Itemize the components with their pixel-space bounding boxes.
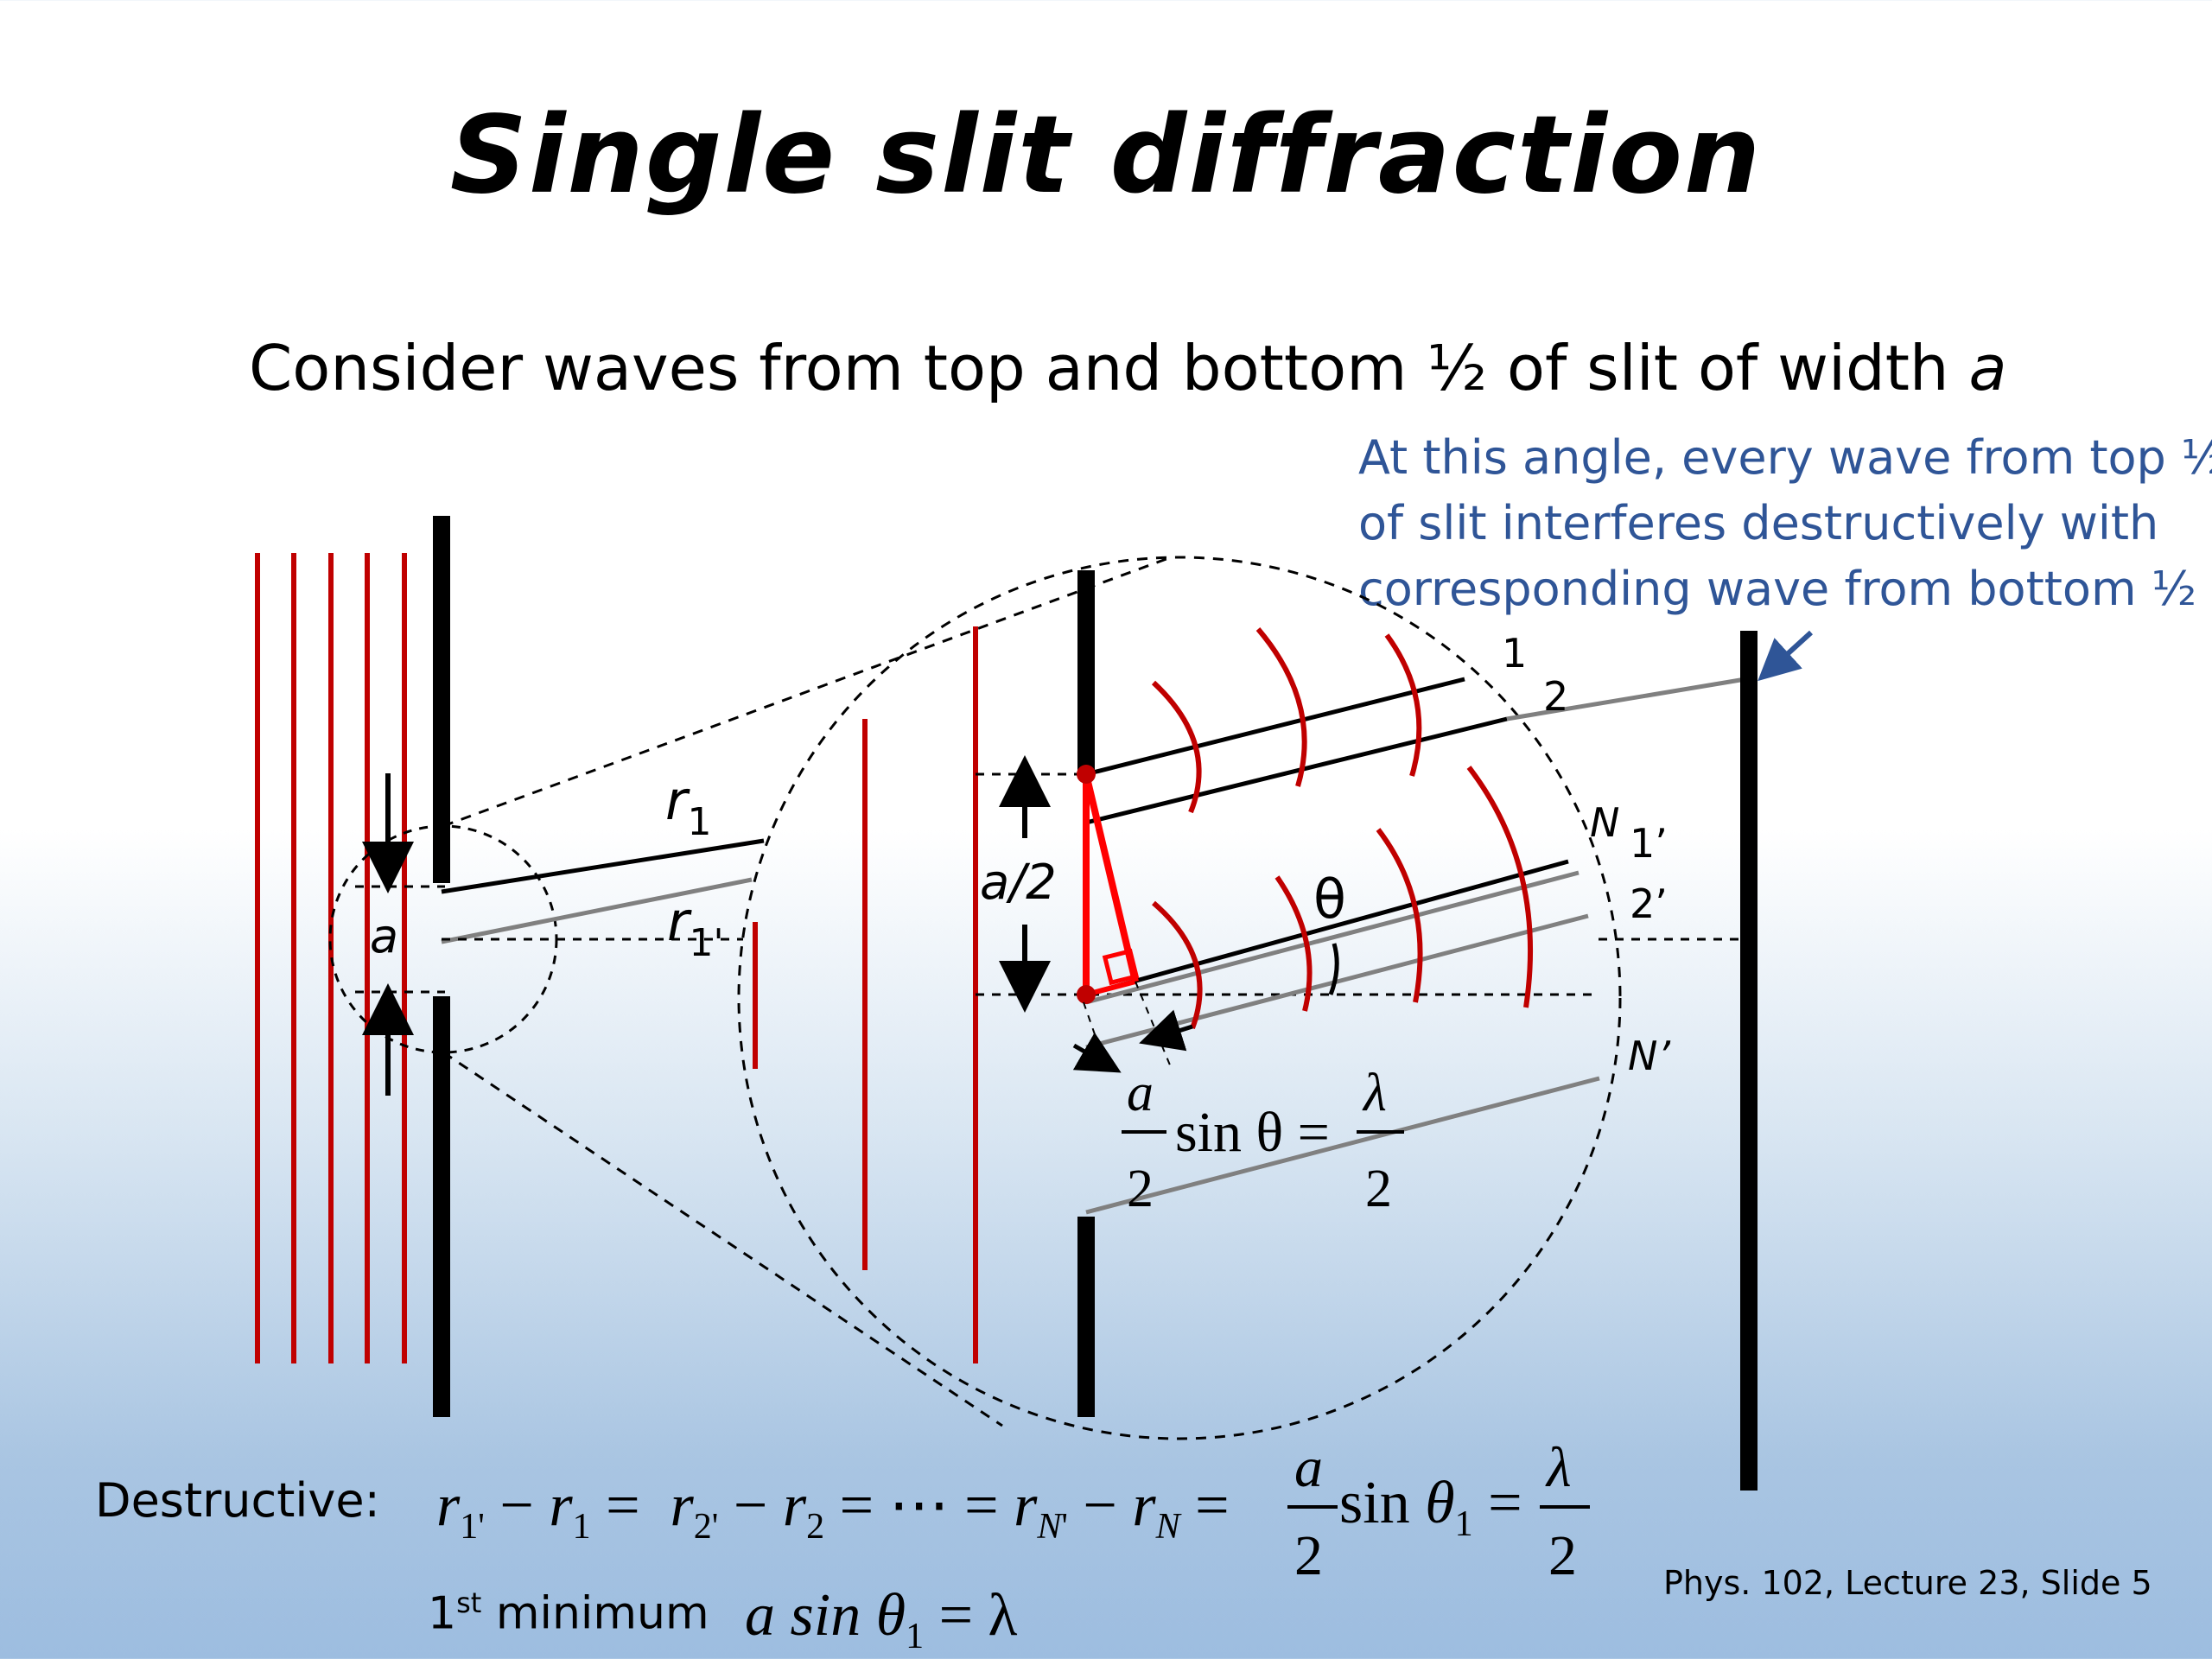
- svg-text:λ: λ: [1545, 1436, 1572, 1499]
- r1-label: r1: [665, 769, 712, 844]
- svg-text:λ: λ: [1362, 1064, 1387, 1122]
- slide-subtitle: Consider waves from top and bottom ½ of …: [249, 332, 2007, 404]
- svg-text:2: 2: [1127, 1160, 1154, 1218]
- destructive-label: Destructive:: [95, 1473, 380, 1528]
- ray-label-n-prime: N’: [1628, 1033, 1670, 1079]
- magnified-wavefronts: [753, 626, 978, 1363]
- slide-title: Single slit diffraction: [449, 93, 1763, 218]
- ray-label-1: 1: [1502, 630, 1527, 677]
- r1-prime-label: r1': [667, 890, 724, 965]
- subtitle-text: Consider waves from top and bottom ½ of …: [249, 332, 1969, 404]
- destructive-equation: r1' − r1 = r2' − r2 = ⋯ = rN' − rN =: [436, 1472, 1230, 1547]
- top-half-rays: [1085, 677, 1569, 997]
- path-difference-arrows: [1072, 981, 1193, 1073]
- note-line: At this angle, every wave from top ½: [1358, 430, 2212, 485]
- inset-equation: a 2 sin θ = λ 2: [1122, 1064, 1404, 1218]
- destructive-equation-sin: sin θ1 =: [1339, 1470, 1522, 1544]
- magnified-view-circle: [737, 556, 1622, 1440]
- ray-label-n: N: [1590, 799, 1619, 846]
- destructive-equation-fractions: a 2 λ 2: [1287, 1436, 1590, 1587]
- theta-arc: [1328, 943, 1339, 995]
- svg-text:2: 2: [1548, 1524, 1577, 1587]
- slit-width-arrows: [355, 773, 445, 1096]
- svg-text:2: 2: [1294, 1524, 1323, 1587]
- slide-footer: Phys. 102, Lecture 23, Slide 5: [1663, 1564, 2152, 1602]
- half-slit-label: a/2: [980, 855, 1057, 911]
- subtitle-variable: a: [1968, 332, 2007, 404]
- ray-label-2: 2: [1543, 673, 1568, 720]
- path-difference-triangle: [1077, 765, 1140, 1004]
- note-line: corresponding wave from bottom ½: [1358, 562, 2197, 616]
- slit-width-label: a: [370, 909, 398, 963]
- note-pointer-arrow: [1758, 630, 1814, 682]
- first-minimum-equation: a sin θ1 = λ: [745, 1582, 1018, 1656]
- zoom-cone-lines: [442, 556, 1172, 1427]
- first-minimum-label: 1st minimum: [428, 1586, 709, 1640]
- wavelets-top: [1151, 627, 1422, 814]
- slit-rays: [441, 838, 765, 944]
- note-line: of slit interferes destructively with: [1358, 496, 2159, 550]
- half-slit-markers: [976, 755, 1599, 1013]
- annotation-note: At this angle, every wave from top ½ of …: [1358, 425, 2212, 622]
- wavelets-bottom: [1152, 766, 1534, 1030]
- ray-label-1-prime: 1’: [1630, 820, 1668, 867]
- svg-text:sin θ =: sin θ =: [1175, 1101, 1330, 1164]
- svg-text:a: a: [1294, 1436, 1323, 1499]
- ray-label-2-prime: 2’: [1630, 880, 1668, 927]
- theta-label: θ: [1313, 868, 1346, 931]
- svg-text:a: a: [1127, 1064, 1154, 1122]
- svg-text:2: 2: [1365, 1160, 1392, 1218]
